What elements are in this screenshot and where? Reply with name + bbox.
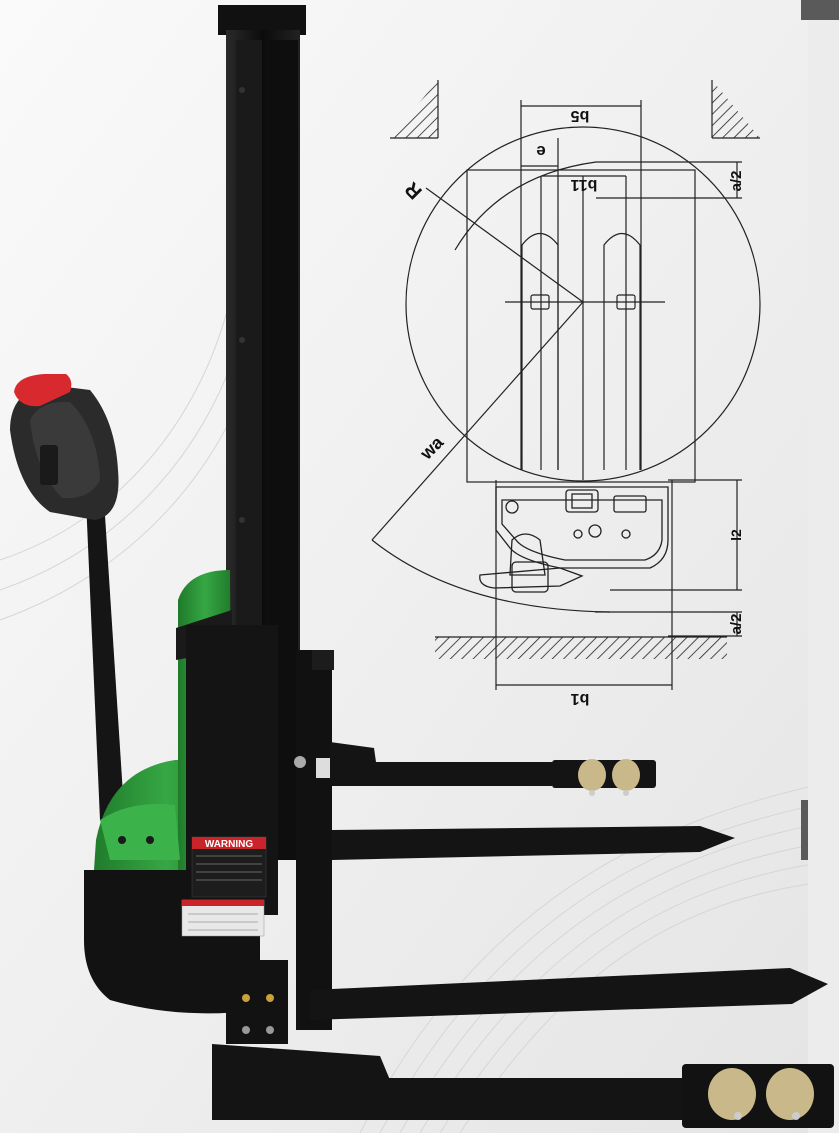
wall-top-right bbox=[711, 80, 760, 139]
label-a-half-bottom: a/2 bbox=[728, 614, 745, 635]
label-e: e bbox=[536, 142, 545, 161]
fork-lower bbox=[212, 968, 834, 1128]
background-curves bbox=[0, 299, 839, 1133]
label-l2: l2 bbox=[728, 529, 744, 541]
edge-bar-top bbox=[801, 0, 839, 20]
truck-base: WARNING bbox=[84, 625, 278, 1014]
truck-top-view bbox=[479, 486, 669, 593]
warning-label: WARNING bbox=[205, 839, 254, 850]
tiller bbox=[10, 374, 124, 820]
fork-upper bbox=[330, 742, 735, 860]
label-b5: b5 bbox=[571, 107, 590, 124]
chassis-legs bbox=[212, 960, 390, 1080]
wall-bottom bbox=[435, 636, 727, 659]
tiller-red-button bbox=[14, 374, 72, 407]
label-b1: b1 bbox=[571, 690, 590, 707]
label-a-half-top: a/2 bbox=[728, 171, 745, 192]
stacker-truck: WARNING bbox=[10, 5, 834, 1128]
edge-strip bbox=[808, 20, 839, 1133]
label-b11: b11 bbox=[571, 176, 598, 193]
dimension-diagram bbox=[371, 80, 761, 690]
wall-top-left bbox=[390, 80, 439, 139]
carriage bbox=[294, 650, 334, 1030]
